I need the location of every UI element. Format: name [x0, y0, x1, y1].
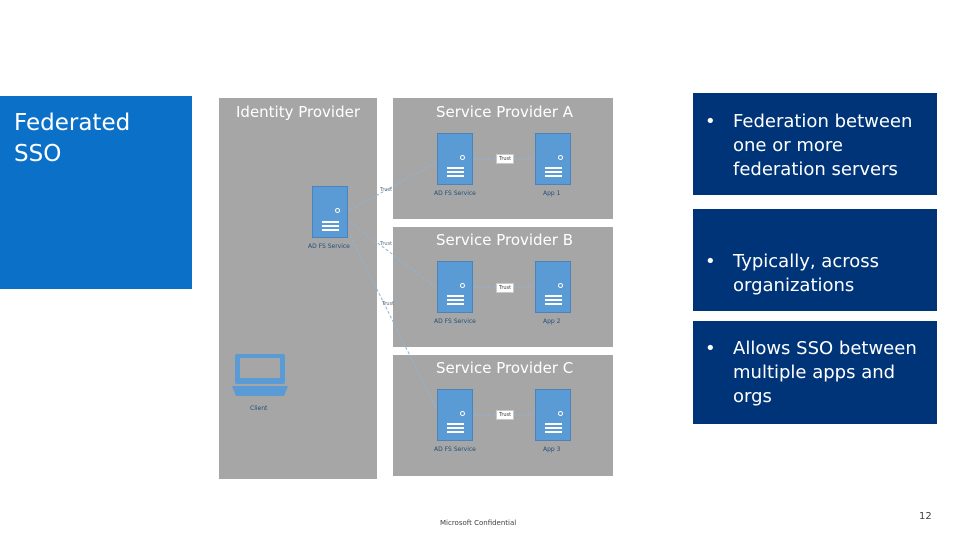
client-label: Client: [250, 405, 268, 412]
service-provider-c-title: Service Provider C: [436, 359, 574, 377]
sp-a-app-label: App 1: [543, 190, 561, 197]
page-number: 12: [919, 511, 932, 522]
service-provider-a-panel: Service Provider A: [393, 98, 613, 219]
sp-c-adfs-server-icon: [437, 389, 473, 441]
bullet-text-1: Federation between one or more federatio…: [733, 111, 913, 180]
sp-c-app-server-icon: [535, 389, 571, 441]
sp-b-app-label: App 2: [543, 318, 561, 325]
sp-b-app-server-icon: [535, 261, 571, 313]
client-laptop-icon: [232, 354, 288, 396]
bullet-text-3: Allows SSO between multiple apps and org…: [733, 338, 917, 407]
slide-title: Federated SSO: [14, 110, 131, 167]
connector-label-b: Trust: [380, 241, 393, 247]
sp-c-app-label: App 3: [543, 446, 561, 453]
bullet-marker-2: •: [705, 251, 716, 272]
sp-b-adfs-server-icon: [437, 261, 473, 313]
sp-c-adfs-label: AD FS Service: [434, 446, 476, 453]
sp-a-adfs-label: AD FS Service: [434, 190, 476, 197]
service-provider-b-title: Service Provider B: [436, 231, 574, 249]
service-provider-b-panel: Service Provider B: [393, 227, 613, 347]
sp-a-adfs-server-icon: [437, 133, 473, 185]
connector-label-a: Trust: [380, 187, 393, 193]
idp-adfs-label: AD FS Service: [308, 243, 350, 250]
identity-provider-title: Identity Provider: [236, 103, 361, 121]
sp-b-trust-label: Trust: [496, 283, 515, 293]
connector-label-c: Trust: [382, 301, 395, 307]
bullet-text-2: Typically, across organizations: [733, 251, 879, 296]
bullet-box-1: • Federation between one or more federat…: [693, 93, 937, 195]
sp-a-app-server-icon: [535, 133, 571, 185]
idp-adfs-server-icon: [312, 186, 348, 238]
footer-confidential: Microsoft Confidential: [440, 519, 517, 527]
bullet-marker-1: •: [705, 111, 716, 132]
sp-a-trust-label: Trust: [496, 154, 515, 164]
sp-b-adfs-label: AD FS Service: [434, 318, 476, 325]
identity-provider-panel: Identity Provider: [219, 98, 377, 479]
bullet-marker-3: •: [705, 338, 716, 359]
title-box: Federated SSO: [0, 96, 192, 289]
bullet-box-2: • Typically, across organizations: [693, 209, 937, 311]
service-provider-a-title: Service Provider A: [436, 103, 573, 121]
bullet-box-3: • Allows SSO between multiple apps and o…: [693, 321, 937, 424]
sp-c-trust-label: Trust: [496, 410, 515, 420]
